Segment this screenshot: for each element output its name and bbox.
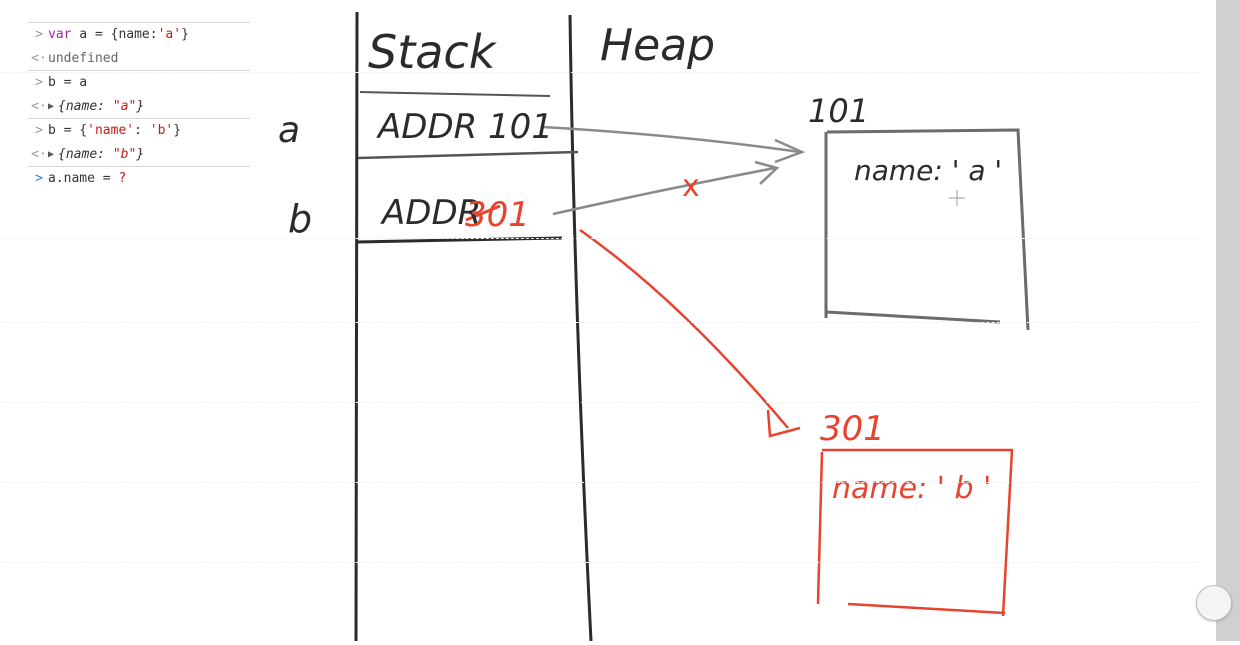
strike-mark [465,204,501,222]
console-input-text: a.name = ? [48,171,127,186]
output-return-icon: <· [31,98,47,114]
scroll-handle[interactable] [1196,585,1232,621]
console-output-text: undefined [48,50,119,66]
faint-guide-line [0,238,1200,240]
stack-right-line [568,14,593,642]
expand-triangle-icon[interactable]: ▶ [48,148,55,160]
console-object-preview: {name: "a"} [58,98,145,114]
scrollbar-track[interactable] [1216,0,1240,641]
address-a-text: ADDR 101 [376,107,553,147]
stack-left-line [354,11,359,642]
heap-object-2-text: name: ' b ' [832,471,991,506]
arrow-b-to-heap-new [579,228,801,438]
arrow-a-to-heap [542,125,806,164]
variable-a-label: a [278,110,300,151]
console-output-line[interactable]: <· ▶ {name: "b"} [28,142,250,166]
input-prompt-icon: > [35,171,43,186]
console-input-text: b = {'name': 'b'} [48,123,182,138]
stack-divider-2 [357,150,579,160]
console-object-preview: {name: "b"} [58,146,145,162]
output-return-icon: <· [31,146,47,162]
console-input-line[interactable]: > b = {'name': 'b'} [28,118,250,142]
heap-box-1 [824,128,1030,331]
faint-guide-line [0,322,1200,324]
output-return-icon: <· [31,50,47,66]
input-prompt-icon: > [35,75,43,90]
cross-mark: x [682,169,700,204]
console-output-line: <· undefined [28,46,250,70]
input-prompt-icon: > [35,123,43,138]
heap-address-2: 301 [820,409,885,449]
console-input-line[interactable]: > a.name = ? [28,166,250,190]
faint-guide-line [0,482,1200,484]
arrow-b-to-heap-old [552,160,780,216]
heap-object-1-text: name: ' a ' [854,154,1002,187]
stack-divider-1 [359,91,551,97]
console-input-line[interactable]: > var a = {name:'a'} [28,22,250,46]
heap-box-2 [816,448,1014,617]
crosshair-cursor-icon [949,190,965,206]
faint-guide-line [0,402,1200,404]
faint-guide-line [0,72,1200,74]
devtools-console: > var a = {name:'a'} <· undefined > b = … [28,22,250,190]
console-output-line[interactable]: <· ▶ {name: "a"} [28,94,250,118]
faint-guide-line [0,562,1200,564]
address-b-new-text: 301 [465,195,530,235]
address-b-prefix-text: ADDR [380,193,481,233]
expand-triangle-icon[interactable]: ▶ [48,100,55,112]
heap-address-1: 101 [808,92,869,130]
console-input-line[interactable]: > b = a [28,70,250,94]
console-input-text: var a = {name:'a'} [48,27,189,42]
variable-b-label: b [288,197,312,241]
heap-label: Heap [600,20,715,71]
input-prompt-icon: > [35,27,43,42]
stack-label: Stack [368,25,498,79]
console-input-text: b = a [48,75,88,90]
